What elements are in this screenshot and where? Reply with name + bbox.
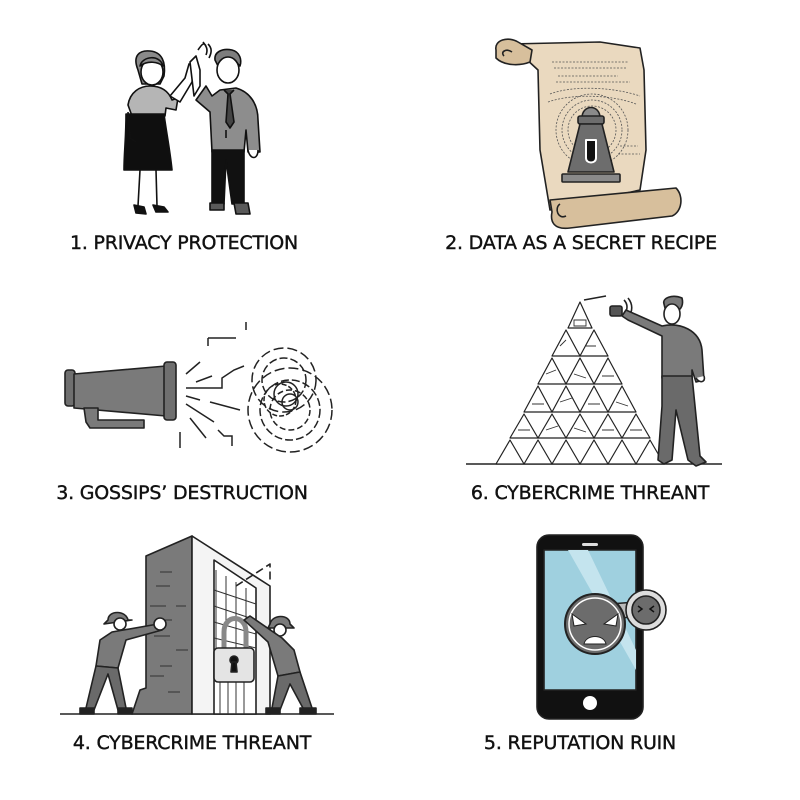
megaphone-icon bbox=[64, 322, 333, 453]
panel-caption: 2. DATA AS A SECRET RECIPE bbox=[445, 232, 717, 254]
panel-caption: 4. CYBERCRIME THREANT bbox=[72, 732, 312, 754]
padlock-icon bbox=[213, 616, 255, 683]
panel-cybercrime-pyramid: 6. CYBERCRIME THREANT bbox=[400, 270, 800, 520]
panel-secret-recipe: 2. DATA AS A SECRET RECIPE bbox=[400, 0, 800, 270]
smartphone-icon bbox=[536, 534, 667, 720]
panel-caption: 1. PRIVACY PROTECTION bbox=[69, 232, 299, 254]
parchment-scroll-icon bbox=[495, 38, 682, 230]
lock-tower-icon bbox=[561, 106, 621, 183]
panel-caption: 5. REPUTATION RUIN bbox=[483, 732, 677, 754]
panel-caption: 3. GOSSIPS’ DESTRUCTION bbox=[56, 482, 308, 504]
panel-reputation-ruin: 5. REPUTATION RUIN bbox=[400, 520, 800, 800]
burglar-figures-icon bbox=[79, 611, 317, 715]
sound-waves-icon bbox=[179, 322, 333, 453]
man-with-device-icon bbox=[583, 295, 707, 467]
locked-building-icon bbox=[60, 535, 334, 715]
panel-caption: 6. CYBERCRIME THREANT bbox=[470, 482, 710, 504]
angry-face-emoji-icon bbox=[564, 589, 667, 655]
triangle-pyramid-icon bbox=[466, 295, 722, 467]
panel-cybercrime-building: 4. CYBERCRIME THREANT bbox=[0, 520, 400, 800]
panel-privacy-protection: 1. PRIVACY PROTECTION bbox=[0, 0, 400, 270]
high-five-illustration-icon bbox=[123, 41, 261, 215]
panel-gossips-destruction: 3. GOSSIPS’ DESTRUCTION bbox=[0, 270, 400, 520]
